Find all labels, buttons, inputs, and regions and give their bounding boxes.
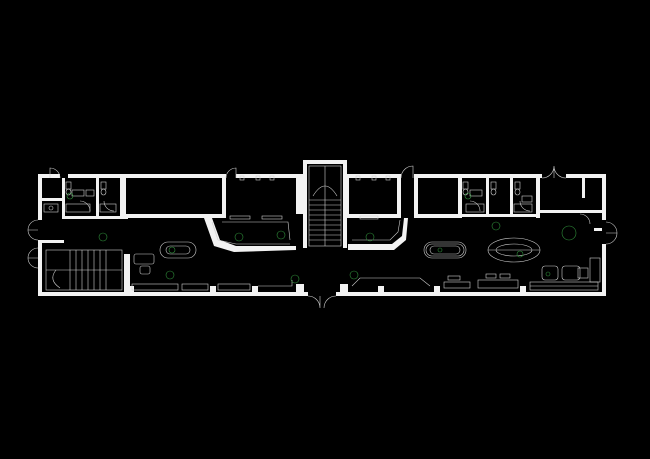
sink-icon <box>71 189 95 197</box>
plant-icon <box>437 247 443 253</box>
toilet-icon <box>462 181 469 196</box>
plant-icon <box>491 221 501 231</box>
central-staircase <box>308 165 342 247</box>
plant-icon <box>234 232 244 242</box>
door-swing-icon <box>400 165 414 179</box>
bar-counter-right <box>348 215 408 250</box>
plant-icon <box>66 192 74 200</box>
sofa-icon <box>159 241 197 259</box>
door-swing-icon <box>225 167 237 179</box>
door-swing-icon <box>541 165 567 179</box>
sanitary-fixtures <box>43 181 533 213</box>
staircase-icon <box>69 250 107 290</box>
plants <box>66 192 577 284</box>
door-swing-icon <box>27 219 39 241</box>
plant-icon <box>290 274 300 284</box>
sink-icon <box>469 189 533 203</box>
plant-icon <box>365 232 375 242</box>
sofa-icon <box>487 237 541 263</box>
wall-benches <box>131 257 601 291</box>
toilet-icon <box>65 181 72 196</box>
plant-icon <box>464 192 472 200</box>
door-swing-icon <box>49 167 61 179</box>
sofa-icon <box>423 241 467 259</box>
plant-icon <box>98 232 108 242</box>
plant-icon <box>516 250 524 258</box>
staircase-icon <box>309 199 341 241</box>
sink-icon <box>43 203 59 213</box>
sofa-icon <box>541 265 581 281</box>
door-swing-icon <box>27 247 39 269</box>
toilet-icon <box>490 181 497 196</box>
door-swing-icon <box>307 295 337 309</box>
plant-icon <box>561 225 577 241</box>
left-staircase <box>45 249 123 291</box>
bar-counter-left <box>204 215 296 252</box>
plant-icon <box>545 271 551 277</box>
plant-icon <box>349 270 359 280</box>
toilet-icon <box>514 181 521 196</box>
wall-openings <box>239 175 391 181</box>
plant-icon <box>165 270 175 280</box>
door-swings <box>27 165 618 309</box>
plant-icon <box>276 230 286 240</box>
door-swing-icon <box>605 221 618 245</box>
lounge-seating <box>133 237 581 281</box>
interior-partitions <box>38 178 602 294</box>
toilet-icon <box>100 181 107 196</box>
plant-icon <box>168 246 176 254</box>
